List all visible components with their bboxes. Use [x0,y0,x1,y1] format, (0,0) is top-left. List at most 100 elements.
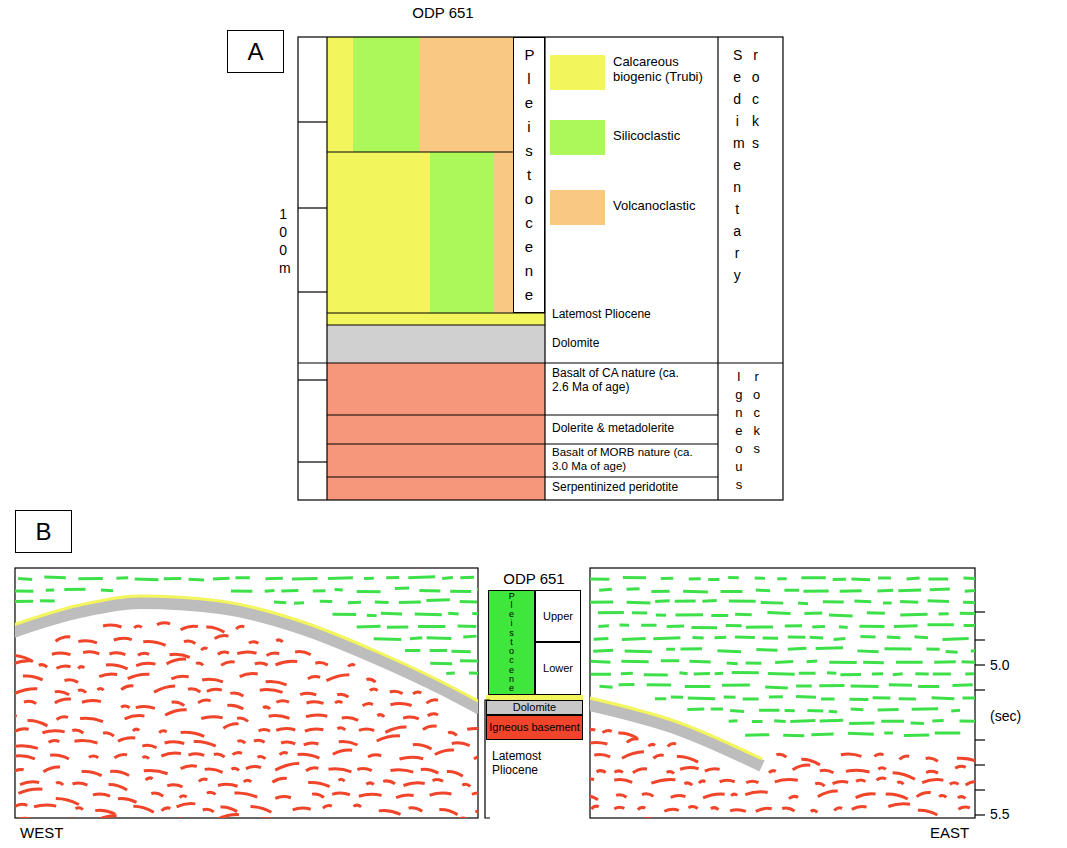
basement-reflector [769,771,776,773]
unit-label: Dolerite & metadolerite [552,422,712,436]
subepoch-box: Upper [535,590,581,642]
reflector-dash [839,625,848,629]
reflector-dash [829,661,856,664]
reflector-dash [374,637,402,641]
basement-reflector [428,714,438,716]
basement-reflector [677,756,698,762]
basement-reflector [57,717,68,720]
reflector-dash [715,672,723,675]
reflector-dash [746,625,773,628]
basement-reflector [218,652,229,654]
legend-swatch [550,120,605,155]
reflector-dash [626,587,639,591]
reflector-dash [644,673,668,676]
reflector-dash [722,684,750,687]
basement-reflector [720,780,735,782]
basement-reflector [143,641,165,645]
node-text: Lower [543,662,573,675]
basement-reflector [590,729,595,732]
reflector-dash [823,600,844,603]
node-text: Dolomite [513,701,556,714]
reflector-dash [930,588,950,592]
basement-reflector [215,636,229,639]
reflector-dash [477,588,478,591]
reflector-dash [816,646,843,650]
basement-reflector [181,732,205,736]
pliocene-horizon [15,596,478,702]
basement-reflector [435,750,454,755]
basement-reflector [396,795,414,798]
reflector-dash [928,577,948,580]
reflector-dash [884,647,911,650]
basement-reflector [80,718,103,721]
basement-reflector [413,692,421,694]
basement-reflector [236,626,244,629]
reflector-dash [332,613,356,616]
basement-reflector [223,724,238,728]
basement-reflector [201,717,222,719]
basement-reflector [298,754,320,758]
basement-reflector [633,769,647,773]
reflector-dash [711,707,723,710]
reflector-dash [653,636,680,640]
basement-reflector [231,768,239,770]
basement-reflector [368,755,381,757]
basement-reflector [430,793,452,795]
scale-label: 100 m [279,205,287,277]
basement-reflector [15,756,35,759]
reflector-dash [213,577,230,581]
basement-reflector [337,728,345,730]
basement-reflector [15,769,24,772]
panel-label-box: A [227,30,284,73]
reflector-dash [656,613,666,616]
basement-reflector [390,704,411,706]
basement-reflector [379,811,401,815]
reflector-dash [746,662,762,665]
basement-reflector [275,763,299,770]
basement-reflector [295,652,311,655]
reflector-dash [690,660,711,664]
reflector-dash [907,577,920,581]
basement-reflector [439,810,457,815]
basement-reflector [590,743,607,745]
reflector-dash [810,636,823,640]
reflector-dash [405,649,420,652]
basement-reflector [95,810,115,814]
basement-reflector [339,779,345,781]
reflector-dash [788,647,807,651]
basement-reflector [306,768,318,771]
reflector-dash [593,649,613,653]
rock-group-label: Igneous rocks [735,368,761,494]
reflector-dash [44,576,65,580]
basement-reflector [377,736,400,741]
basement-reflector [15,729,29,732]
reflector-dash [702,599,716,603]
basement-reflector [50,755,69,759]
reflector-dash [807,660,818,664]
basement-reflector [234,793,257,797]
reflector-dash [281,589,298,592]
basement-reflector [308,782,330,786]
basement-reflector [146,778,153,780]
reflector-dash [375,601,389,604]
reflector-dash [926,648,939,651]
reflector-dash [860,635,875,639]
reflector-dash [872,672,883,675]
reflector-dash [116,576,128,580]
basement-reflector [258,756,266,758]
basement-reflector [109,785,128,790]
basement-reflector [78,667,84,669]
basement-reflector [614,807,624,809]
reflector-dash [752,720,762,723]
basement-reflector [121,706,129,708]
basement-reflector [335,701,342,703]
basement-reflector [249,642,259,644]
basement-reflector [475,811,478,813]
basement-reflector [856,794,876,798]
reflector-dash [932,696,955,700]
reflector-dash [328,576,353,580]
node-text: Pleistocene [509,592,514,693]
basement-reflector [403,717,419,719]
basement-reflector [304,743,319,745]
basement-reflector [89,756,98,758]
